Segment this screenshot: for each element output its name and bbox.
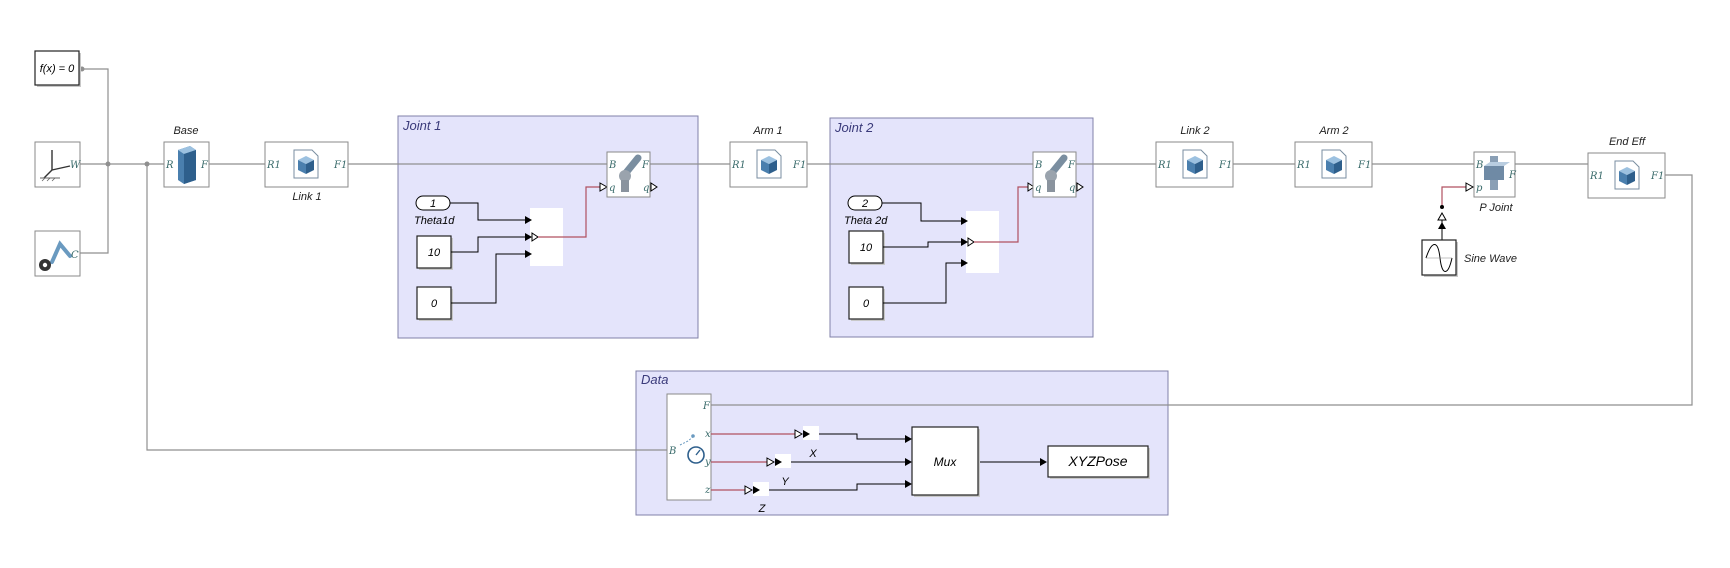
endeff-label: End Eff	[1609, 136, 1646, 148]
revolute-joint1-block[interactable]: B F q q	[606, 151, 658, 198]
joint1-title: Joint 1	[402, 118, 441, 133]
goto-z-block[interactable]	[753, 482, 769, 496]
prismatic-joint-icon	[1484, 156, 1510, 190]
joint1-inport-label: Theta1d	[414, 215, 455, 227]
sensor-port-z: z	[704, 485, 711, 496]
endeff-port-f1: F1	[1650, 171, 1664, 182]
arm2-port-r1: R1	[1296, 160, 1311, 171]
link2-port-r1: R1	[1157, 160, 1172, 171]
joint1-internals: 1 Theta1d 10 0	[414, 182, 609, 321]
svg-text:0: 0	[863, 298, 870, 310]
sensor-port-x: x	[705, 429, 711, 440]
arm2-port-f1: F1	[1357, 160, 1371, 171]
joint1-port-f: F	[641, 160, 650, 171]
xyzpose-label: XYZPose	[1067, 453, 1127, 469]
pjoint-port-b: B	[1475, 160, 1483, 171]
base-port-r: R	[165, 160, 174, 171]
transform-sensor-block[interactable]: F B x y z	[666, 393, 712, 501]
port-w: W	[70, 160, 81, 171]
revolute-joint2-block[interactable]: B F q q	[1032, 151, 1084, 198]
physical-connections	[79, 66, 1693, 451]
revolute-joint-icon	[619, 154, 642, 192]
arm1-port-f1: F1	[792, 160, 806, 171]
link1-block[interactable]: R1 F1 Link 1	[264, 141, 349, 203]
goto-x-label: X	[808, 448, 817, 460]
svg-text:10: 10	[428, 247, 441, 259]
link1-solid-icon	[293, 149, 319, 179]
port-c: C	[71, 250, 79, 261]
goto-x-block[interactable]	[803, 426, 819, 440]
revolute-joint-icon	[1045, 154, 1068, 192]
pjoint-label: P Joint	[1479, 202, 1513, 214]
joint2-port-q-out: q	[1069, 183, 1075, 194]
sensor-port-y: y	[704, 457, 711, 468]
base-block[interactable]: Base R F	[163, 125, 210, 188]
sine-wave-block[interactable]: Sine Wave	[1421, 239, 1517, 277]
joint1-const-10[interactable]	[416, 235, 452, 269]
sensor-port-f: F	[702, 401, 711, 412]
joint1-const-0[interactable]	[416, 286, 452, 320]
xyzpose-block[interactable]: XYZPose	[1047, 445, 1150, 479]
joint2-port-b: B	[1034, 160, 1042, 171]
solver-configuration-block[interactable]: f(x) = 0	[34, 50, 81, 87]
base-port-f: F	[200, 160, 209, 171]
mux-block[interactable]: Mux	[911, 426, 980, 497]
arm2-label: Arm 2	[1318, 125, 1348, 137]
joint1-port-b: B	[608, 160, 616, 171]
svg-text:0: 0	[431, 298, 438, 310]
link2-port-f1: F1	[1218, 160, 1232, 171]
link1-label: Link 1	[292, 191, 321, 203]
pjoint-port-p: p	[1476, 183, 1483, 194]
mechanism-configuration-block[interactable]: C	[34, 230, 81, 277]
transform-sensor-icon	[679, 434, 705, 464]
goto-y-label: Y	[781, 476, 789, 488]
joint2-internals: 2 Theta 2d 10 0	[844, 182, 1035, 321]
link1-port-r1: R1	[266, 160, 281, 171]
pjoint-port-f: F	[1508, 170, 1517, 181]
arm2-block[interactable]: Arm 2 R1 F1	[1294, 125, 1373, 188]
data-signals: X Y Z	[711, 426, 1047, 515]
joint2-inport-num: 2	[861, 198, 868, 210]
world-frame-block[interactable]: W	[34, 141, 81, 188]
link2-solid-icon	[1182, 149, 1208, 179]
arm1-solid-icon	[756, 149, 782, 179]
link2-label: Link 2	[1180, 125, 1209, 137]
joint2-title: Joint 2	[834, 120, 874, 135]
world-frame-icon	[40, 150, 71, 182]
gear-robot-icon	[39, 240, 72, 271]
base-solid-icon	[178, 146, 196, 184]
data-subsystem[interactable]: Data	[635, 370, 1169, 516]
base-label: Base	[173, 125, 198, 137]
joint1-port-q-out: q	[643, 183, 649, 194]
solver-text: f(x) = 0	[40, 63, 75, 75]
data-title: Data	[641, 372, 668, 387]
end-effector-block[interactable]: End Eff R1 F1	[1587, 136, 1666, 199]
endeff-port-r1: R1	[1589, 171, 1604, 182]
joint2-inport-label: Theta 2d	[844, 215, 888, 227]
joint1-port-q-in: q	[609, 183, 615, 194]
arm1-port-r1: R1	[731, 160, 746, 171]
goto-y-block[interactable]	[775, 454, 791, 468]
link1-port-f1: F1	[333, 160, 347, 171]
sine-label: Sine Wave	[1464, 253, 1517, 265]
joint2-const-0[interactable]	[848, 286, 884, 320]
joint2-const-10[interactable]	[848, 230, 884, 264]
sensor-port-b: B	[668, 446, 676, 457]
joint2-port-f: F	[1067, 160, 1076, 171]
arm1-block[interactable]: Arm 1 R1 F1	[729, 125, 808, 188]
sine-to-pjoint-signal	[1437, 182, 1475, 240]
endeff-solid-icon	[1614, 160, 1640, 190]
goto-z-label: Z	[758, 503, 767, 515]
link2-block[interactable]: Link 2 R1 F1	[1155, 125, 1234, 188]
mux-label: Mux	[934, 455, 958, 469]
arm1-label: Arm 1	[752, 125, 782, 137]
joint2-port-q-in: q	[1035, 183, 1041, 194]
svg-text:10: 10	[860, 242, 873, 254]
joint1-inport-num: 1	[430, 198, 436, 210]
prismatic-joint-block[interactable]: B F p P Joint	[1473, 151, 1517, 214]
arm2-solid-icon	[1321, 149, 1347, 179]
